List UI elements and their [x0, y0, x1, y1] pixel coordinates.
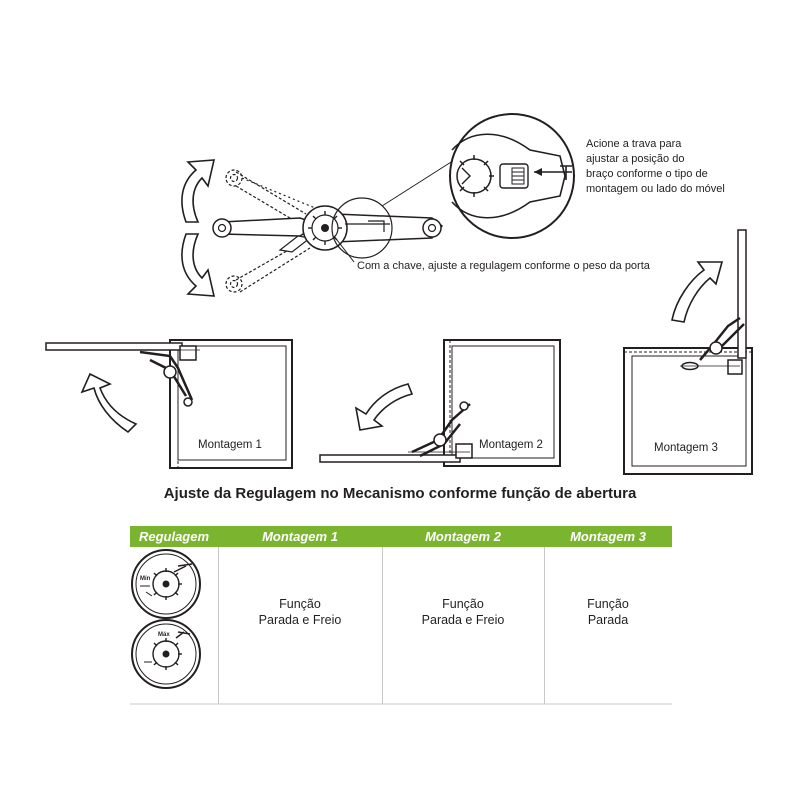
cell-montagem-1: Função Parada e Freio — [258, 597, 342, 627]
table-title: Ajuste da Regulagem no Mecanismo conform… — [163, 485, 637, 502]
rotate-arrow-montagem-3-icon — [671, 261, 724, 323]
table-header-row: Regulagem Montagem 1 Montagem 2 Montagem… — [130, 526, 672, 547]
dial-max-label: Mín — [140, 576, 151, 582]
rotate-arrow-montagem-1-icon — [80, 372, 138, 434]
mechanism-arm — [212, 217, 320, 253]
cell-montagem-2: Função Parada e Freio — [421, 597, 505, 627]
montagem-2-label: Montagem 2 — [479, 439, 543, 451]
leader-line-key — [333, 235, 355, 263]
table-divider — [382, 547, 383, 704]
key-adjust-note: Com a chave, ajuste a regulagem conforme… — [357, 260, 650, 272]
cabinet-montagem-2 — [319, 339, 561, 467]
table-divider — [218, 547, 219, 704]
mechanism-arm-ghost-upper — [225, 169, 321, 225]
header-montagem-1: Montagem 1 — [262, 529, 338, 544]
cell-montagem-3: Função Parada — [587, 597, 629, 627]
header-regulagem: Regulagem — [138, 529, 210, 544]
cabinet-montagem-3 — [623, 229, 753, 475]
regulation-dial-min-icon — [131, 619, 201, 689]
header-montagem-3: Montagem 3 — [570, 529, 646, 544]
lock-adjust-note: Acione a trava para ajustar a posição do… — [586, 138, 725, 195]
cabinet-montagem-1 — [45, 339, 293, 469]
regulation-dial-max-icon — [131, 549, 201, 619]
table-divider — [544, 547, 545, 704]
zoom-source-circle — [331, 197, 393, 259]
dial-min-label: Máx — [158, 632, 170, 638]
curved-arrow-down-icon — [181, 233, 216, 297]
mechanism-body — [302, 205, 444, 251]
montagem-3-label: Montagem 3 — [654, 442, 718, 454]
zoom-detail — [449, 113, 575, 239]
curved-arrow-up-icon — [181, 159, 216, 223]
header-montagem-2: Montagem 2 — [425, 529, 501, 544]
montagem-1-label: Montagem 1 — [198, 439, 262, 451]
rotate-arrow-montagem-2-icon — [354, 383, 414, 431]
